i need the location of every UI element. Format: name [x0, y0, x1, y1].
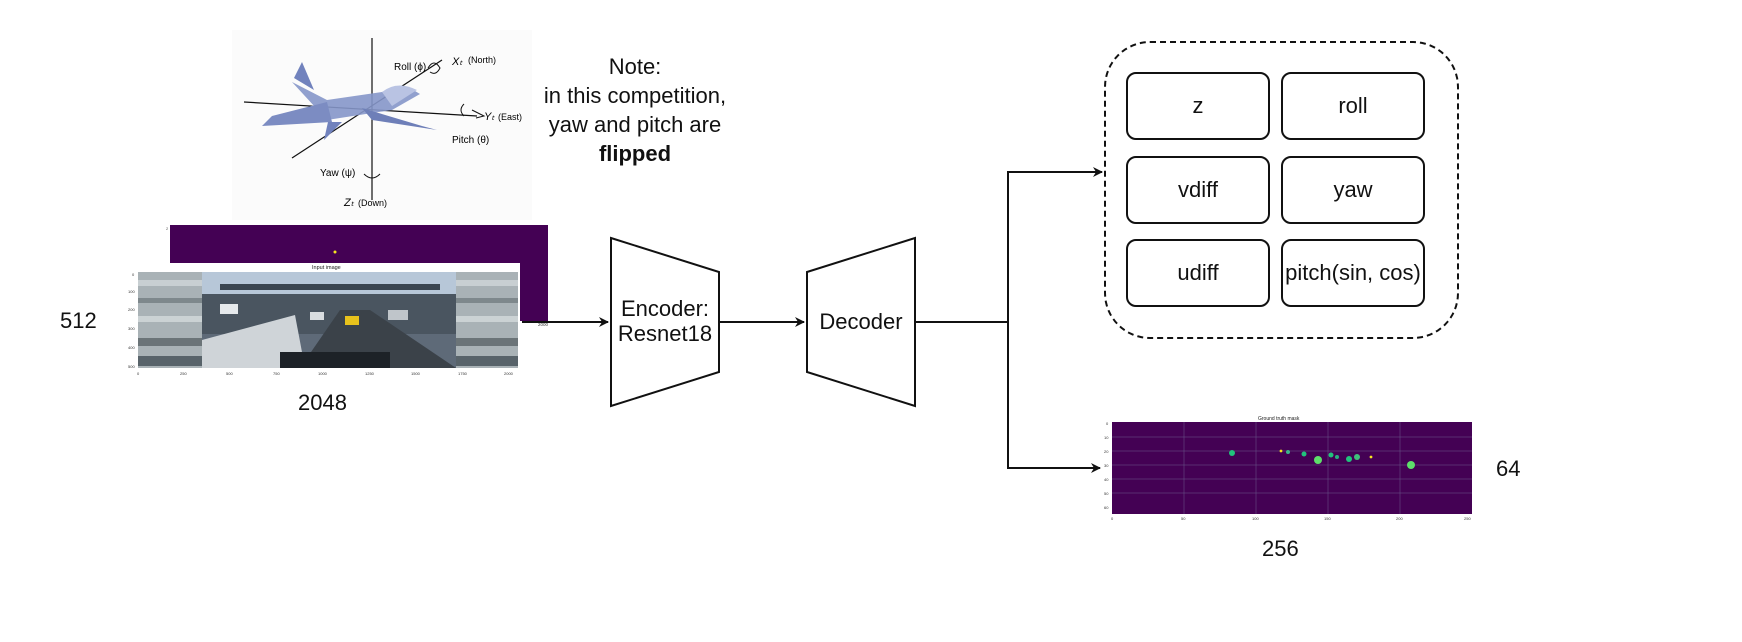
output-vdiff: vdiff [1126, 156, 1270, 224]
mask-grid [1112, 422, 1472, 514]
decoder-to-mask-arrow [1007, 322, 1101, 473]
encoder-line-1: Encoder: [620, 296, 710, 321]
svg-text:20: 20 [1104, 449, 1109, 454]
svg-text:200: 200 [1396, 516, 1403, 521]
z-axis-note: (Down) [358, 198, 387, 208]
aircraft-axes-illustration: Roll (ϕ) Xₜ (North) Yₜ (East) Pitch (θ) … [232, 30, 532, 220]
mask-title: Ground truth mask [1258, 416, 1300, 422]
svg-text:1500: 1500 [411, 371, 421, 376]
mask-spots [1229, 449, 1415, 469]
svg-text:1000: 1000 [318, 371, 328, 376]
ground-truth-mask: Ground truth mask 0 10 20 30 40 50 60 0 [1104, 416, 1472, 521]
svg-text:1750: 1750 [458, 371, 468, 376]
mask-height-label: 64 [1496, 456, 1521, 481]
input-y-ticks: 0 100 200 300 400 500 [128, 272, 135, 369]
output-yaw: yaw [1281, 156, 1425, 224]
padded-side-right [456, 272, 518, 368]
decoder-label: Decoder [819, 309, 903, 334]
yaw-label: Yaw (ψ) [320, 168, 355, 179]
input-image-stack: 2 2000 Input image 0 100 200 [128, 225, 549, 376]
note-line-1: Note: [608, 54, 662, 79]
mask-x-ticks: 0 50 100 150 200 250 [1111, 516, 1471, 521]
encoder-label: Encoder: Resnet18 [611, 296, 719, 346]
x-axis-note: (North) [468, 55, 496, 65]
decoder-shape [806, 236, 916, 408]
svg-text:10: 10 [1104, 435, 1109, 440]
y-axis-note: (East) [498, 112, 522, 122]
note-line-3: yaw and pitch are [548, 112, 722, 137]
decoder-to-regression-arrow [1007, 167, 1103, 322]
encoder-line-2: Resnet18 [617, 321, 713, 346]
svg-text:1250: 1250 [365, 371, 375, 376]
roll-label: Roll (ϕ) [394, 62, 426, 73]
note-line-2: in this competition, [543, 83, 727, 108]
output-roll: roll [1281, 72, 1425, 140]
output-z: z [1126, 72, 1270, 140]
input-width-label: 2048 [298, 390, 347, 415]
encoder-shape [610, 236, 720, 408]
svg-text:250: 250 [1464, 516, 1471, 521]
svg-text:50: 50 [1181, 516, 1186, 521]
input-height-label: 512 [60, 308, 97, 333]
mask-width-label: 256 [1262, 536, 1299, 561]
svg-text:0: 0 [137, 371, 140, 376]
svg-text:0: 0 [132, 272, 135, 277]
svg-text:30: 30 [1104, 463, 1109, 468]
svg-text:40: 40 [1104, 477, 1109, 482]
competition-note: Note: in this competition, yaw and pitch… [540, 52, 730, 168]
pitch-label: Pitch (θ) [452, 135, 489, 146]
output-udiff: udiff [1126, 239, 1270, 307]
svg-text:200: 200 [128, 307, 135, 312]
padded-side-left [138, 272, 202, 368]
svg-text:150: 150 [1324, 516, 1331, 521]
regression-outputs-group [1104, 41, 1459, 339]
svg-text:2000: 2000 [504, 371, 514, 376]
svg-text:500: 500 [128, 364, 135, 369]
street-photo [202, 272, 456, 368]
svg-text:0: 0 [1106, 421, 1109, 426]
y-axis-label: Yₜ [484, 111, 495, 123]
svg-text:50: 50 [1104, 491, 1109, 496]
svg-text:2: 2 [166, 226, 169, 231]
svg-text:400: 400 [128, 345, 135, 350]
input-x-ticks: 0 250 500 750 1000 1250 1500 1750 2000 [137, 371, 514, 376]
back-x-tick: 2000 [538, 322, 549, 327]
svg-text:750: 750 [273, 371, 280, 376]
svg-text:300: 300 [128, 326, 135, 331]
z-axis-label: Zₜ [343, 197, 355, 209]
svg-text:500: 500 [226, 371, 233, 376]
svg-text:100: 100 [128, 289, 135, 294]
input-image-title: Input image [312, 265, 341, 271]
svg-text:250: 250 [180, 371, 187, 376]
x-axis-label: Xₜ [451, 56, 463, 68]
mask-y-ticks: 0 10 20 30 40 50 60 [1104, 421, 1109, 510]
note-line-4: flipped [598, 141, 672, 166]
svg-text:60: 60 [1104, 505, 1109, 510]
svg-text:100: 100 [1252, 516, 1259, 521]
svg-text:0: 0 [1111, 516, 1114, 521]
output-pitch: pitch(sin, cos) [1281, 239, 1425, 307]
